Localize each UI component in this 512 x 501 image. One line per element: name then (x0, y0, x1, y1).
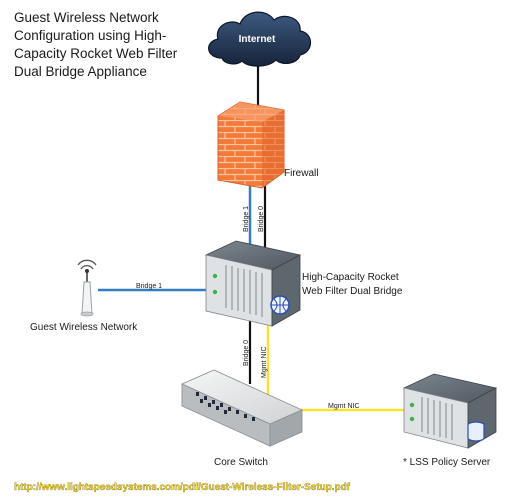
label-switch-bridge0: Bridge 0 (243, 340, 250, 366)
title-line-2: Configuration using High- (14, 28, 166, 43)
diagram-title: Guest Wireless Network Configuration usi… (14, 10, 178, 79)
firewall-label: Firewall (284, 168, 318, 179)
wireless-access-point-icon (77, 259, 97, 317)
label-fw-bridge1: Bridge 1 (243, 206, 250, 232)
internet-cloud-icon: Internet (208, 11, 312, 67)
label-switch-mgmt: Mgmt NIC (261, 347, 268, 379)
core-switch-icon (180, 369, 304, 447)
source-url: http://www.lightspeedsystems.com/pdf/Gue… (14, 481, 350, 493)
title-line-1: Guest Wireless Network (14, 10, 159, 25)
label-wifi-bridge1: Bridge 1 (136, 283, 162, 290)
firewall-icon (217, 101, 285, 189)
link-labels: Bridge 1 Bridge 0 Bridge 1 Bridge 0 Mgmt… (136, 206, 360, 410)
policy-server-icon (402, 373, 498, 449)
appliance-label-line-2: Web Filter Dual Bridge (302, 286, 403, 297)
web-filter-appliance-icon (204, 240, 302, 327)
label-server-mgmt: Mgmt NIC (328, 403, 360, 410)
title-line-4: Dual Bridge Appliance (14, 64, 147, 79)
label-fw-bridge0: Bridge 0 (258, 206, 265, 232)
internet-label: Internet (239, 34, 276, 45)
policy-server-label: * LSS Policy Server (403, 457, 491, 468)
appliance-label-line-1: High-Capacity Rocket (302, 272, 399, 283)
core-switch-label: Core Switch (214, 457, 268, 468)
guest-wireless-label: Guest Wireless Network (30, 322, 138, 333)
title-line-3: Capacity Rocket Web Filter (14, 46, 178, 61)
